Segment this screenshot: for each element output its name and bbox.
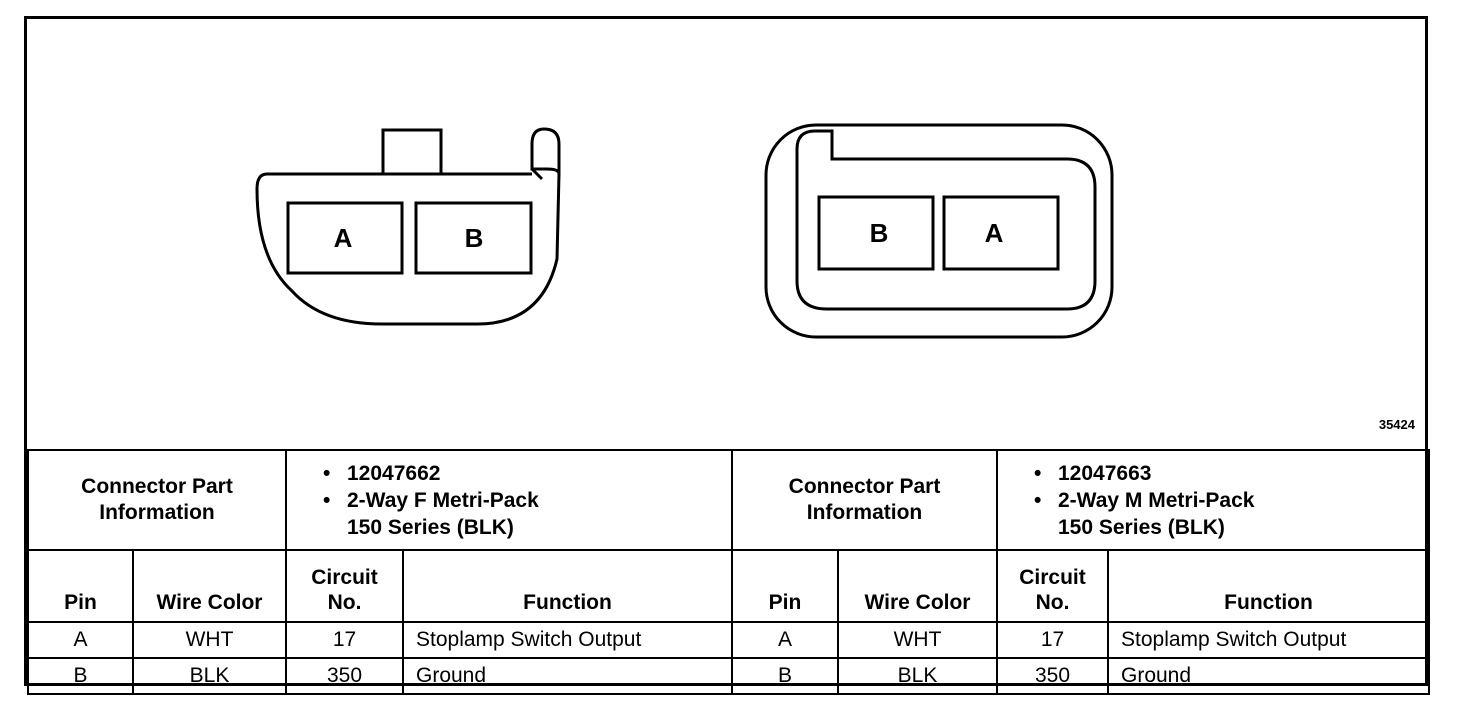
description-line2: 150 Series (BLK) <box>1058 515 1225 539</box>
circuit-header-line2: No. <box>327 591 362 614</box>
connector-drawing-area: A B B A 35424 <box>27 19 1425 449</box>
connector-face-views: A B B A <box>255 123 1114 339</box>
circuit-header-line2: No. <box>1035 591 1070 614</box>
info-label-line2: Information <box>806 501 923 524</box>
pin-header: Pin <box>731 549 839 623</box>
connector-part-info-label: Connector Part Information <box>731 449 998 551</box>
circuit-cell: 17 <box>996 621 1109 659</box>
description-line1: 2-Way M Metri-Pack <box>1058 488 1255 512</box>
table-row: A WHT 17 Stoplamp Switch Output <box>27 621 733 659</box>
table-row: A WHT 17 Stoplamp Switch Output <box>731 621 1431 659</box>
right-cavity-a-label: A <box>985 218 1004 248</box>
part-description: 2-Way F Metri-Pack 150 Series (BLK) <box>323 487 731 541</box>
wire-color-cell: BLK <box>132 657 287 695</box>
connector-part-info-label: Connector Part Information <box>27 449 287 551</box>
pin-cell: A <box>731 621 839 659</box>
table-row: B BLK 350 Ground <box>731 657 1431 695</box>
circuit-cell: 350 <box>285 657 404 695</box>
right-cavity-b <box>817 195 935 271</box>
right-connector-table: Connector Part Information 12047663 2-Wa… <box>731 449 1431 695</box>
right-connector-face <box>764 123 1114 339</box>
pin-cell: B <box>27 657 134 695</box>
left-cavity-a-label: A <box>334 223 353 253</box>
wire-color-header: Wire Color <box>837 549 998 623</box>
right-connector-housing-outer <box>764 123 1114 339</box>
left-table-header-row: Pin Wire Color Circuit No. Function <box>27 549 733 623</box>
wire-color-header: Wire Color <box>132 549 287 623</box>
info-label-line1: Connector Part <box>788 475 941 498</box>
pin-cell: A <box>27 621 134 659</box>
wire-color-cell: WHT <box>132 621 287 659</box>
description-line2: 150 Series (BLK) <box>347 515 514 539</box>
left-connector-table: Connector Part Information 12047662 2-Wa… <box>27 449 733 695</box>
figure-number: 35424 <box>1378 417 1415 432</box>
right-cavity-b-label: B <box>870 218 889 248</box>
right-table-header-row: Pin Wire Color Circuit No. Function <box>731 549 1431 623</box>
right-connector-info-row: Connector Part Information 12047663 2-Wa… <box>731 449 1431 551</box>
function-cell: Stoplamp Switch Output <box>1106 621 1431 659</box>
info-label-line1: Connector Part <box>81 475 233 498</box>
function-header: Function <box>402 549 733 623</box>
circuit-header: Circuit No. <box>996 549 1109 623</box>
pin-cell: B <box>731 657 839 695</box>
left-cavity-a <box>286 201 404 275</box>
circuit-header-line1: Circuit <box>1019 566 1086 589</box>
circuit-header-line1: Circuit <box>311 566 378 589</box>
circuit-cell: 17 <box>285 621 404 659</box>
table-row: B BLK 350 Ground <box>27 657 733 695</box>
info-label-line2: Information <box>99 501 215 524</box>
wire-color-cell: BLK <box>837 657 998 695</box>
function-cell: Ground <box>1106 657 1431 695</box>
part-number: 12047663 <box>1034 460 1428 487</box>
circuit-cell: 350 <box>996 657 1109 695</box>
left-connector-info-row: Connector Part Information 12047662 2-Wa… <box>27 449 733 551</box>
left-connector-latch <box>381 128 443 176</box>
description-line1: 2-Way F Metri-Pack <box>347 488 539 512</box>
left-cavity-b <box>414 201 533 275</box>
diagram-frame: A B B A 35424 Connector Part Information <box>24 16 1431 695</box>
connector-part-info-value: 12047662 2-Way F Metri-Pack 150 Series (… <box>285 449 733 551</box>
left-connector-face <box>255 127 561 326</box>
pin-header: Pin <box>27 549 134 623</box>
left-cavity-b-label: B <box>465 223 484 253</box>
wire-color-cell: WHT <box>837 621 998 659</box>
function-cell: Stoplamp Switch Output <box>402 621 733 659</box>
part-description: 2-Way M Metri-Pack 150 Series (BLK) <box>1034 487 1428 541</box>
left-connector-housing <box>255 127 561 326</box>
right-cavity-a <box>942 195 1060 271</box>
function-header: Function <box>1106 549 1431 623</box>
part-number: 12047662 <box>323 460 731 487</box>
circuit-header: Circuit No. <box>285 549 404 623</box>
function-cell: Ground <box>402 657 733 695</box>
connector-part-info-value: 12047663 2-Way M Metri-Pack 150 Series (… <box>995 449 1431 551</box>
right-connector-housing-inner <box>795 129 1097 311</box>
